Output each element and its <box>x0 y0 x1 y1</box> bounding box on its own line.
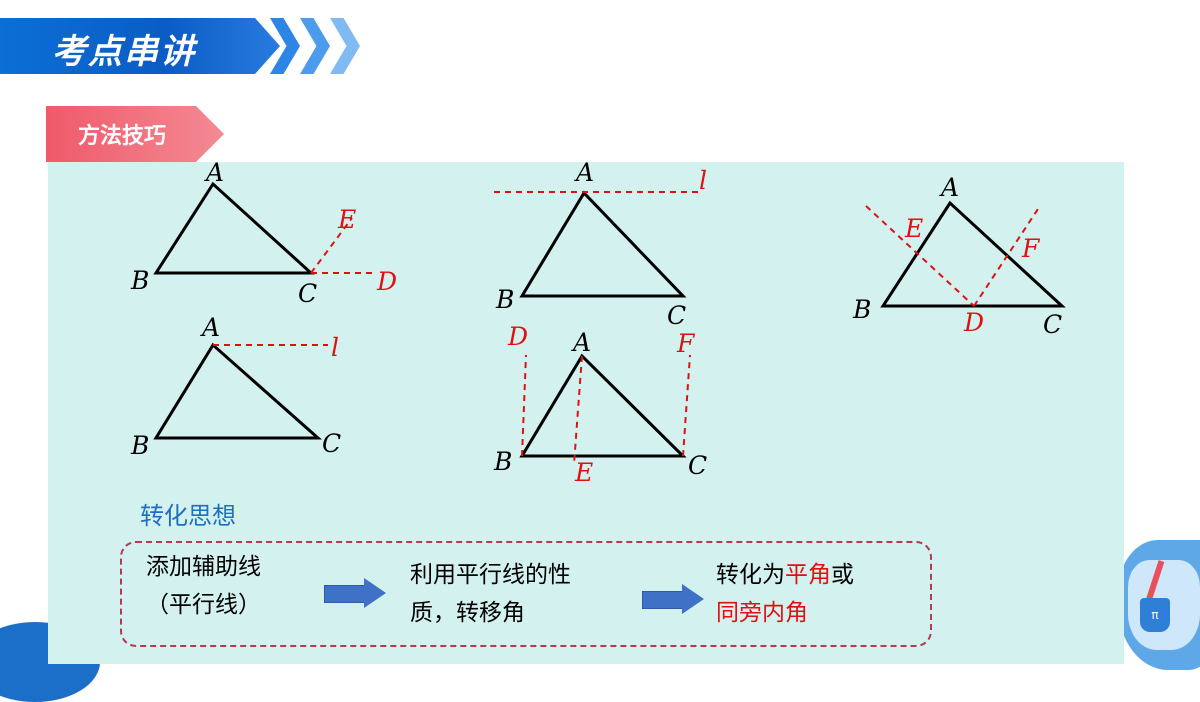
point-label-b: B <box>495 285 514 314</box>
flow-step-2-line2: 质，转移角 <box>410 600 525 626</box>
point-label-d: D <box>963 308 984 337</box>
point-label-b: B <box>130 431 149 460</box>
triangle-abc <box>153 181 315 275</box>
point-label-b: B <box>130 266 149 295</box>
triangle-abc <box>519 353 687 458</box>
triangle-abc <box>519 190 687 298</box>
flow-step-1-line1: 添加辅助线 <box>146 554 261 580</box>
point-label-e: E <box>337 205 356 234</box>
right-arrow-icon <box>642 584 704 614</box>
content-panel <box>48 162 1124 664</box>
flow-step-3: 转化为平角或 同旁内角 <box>716 556 854 632</box>
triangle-abc <box>153 342 322 440</box>
flow-step-3-highlight-2: 同旁内角 <box>716 600 808 626</box>
flow-step-3-line1: 转化为平角或 <box>716 556 854 594</box>
point-label-l: l <box>331 333 339 362</box>
figure-5: A B C E F D <box>852 173 1066 339</box>
header-banner <box>0 18 280 74</box>
aux-line-ce <box>310 217 353 274</box>
flow-step-2: 利用平行线的性 质，转移角 <box>410 556 571 632</box>
figure-1: A B C E D <box>130 158 397 308</box>
aux-line-ae <box>573 355 583 465</box>
page-title: 考点串讲 <box>52 32 196 72</box>
idea-title: 转化思想 <box>140 502 236 530</box>
point-label-a: A <box>574 158 594 187</box>
point-label-d: D <box>507 322 528 351</box>
geometry-diagrams: A B C E D A B C l A B C l A B C D E F <box>130 158 1066 487</box>
flow-step-1-line2: （平行线） <box>146 592 261 618</box>
aux-line-bd <box>521 354 527 457</box>
figure-2: A B C l <box>130 313 341 460</box>
section-tag <box>46 106 224 162</box>
point-label-c: C <box>298 279 317 308</box>
point-label-f: F <box>676 329 696 358</box>
point-label-b: B <box>493 447 512 476</box>
point-label-a: A <box>204 158 224 187</box>
point-label-a: A <box>200 313 220 342</box>
point-label-e: E <box>574 458 593 487</box>
flow-step-1: 添加辅助线 （平行线） <box>146 548 261 624</box>
point-label-a: A <box>571 328 591 357</box>
point-label-e: E <box>904 214 923 243</box>
flow-step-3-mid: 或 <box>831 562 854 588</box>
figure-4: A B C D E F <box>493 322 707 487</box>
point-label-c: C <box>322 429 341 458</box>
point-label-l: l <box>699 166 707 195</box>
figure-3: A B C l <box>494 158 707 330</box>
point-label-c: C <box>688 451 707 480</box>
section-label: 方法技巧 <box>78 124 167 149</box>
point-label-f: F <box>1021 234 1041 263</box>
flow-step-3-prefix: 转化为 <box>716 562 785 588</box>
flow-box <box>120 541 932 647</box>
aux-line-df <box>973 208 1039 307</box>
point-label-c: C <box>667 301 686 330</box>
right-arrow-icon <box>324 578 386 608</box>
pi-cup-icon: π <box>1140 598 1170 632</box>
point-label-b: B <box>852 295 871 324</box>
aux-line-cf <box>682 354 691 457</box>
flow-step-2-line1: 利用平行线的性 <box>410 562 571 588</box>
point-label-a: A <box>939 173 959 202</box>
point-label-c: C <box>1043 310 1062 339</box>
point-label-d: D <box>376 267 397 296</box>
aux-line-de <box>865 205 975 307</box>
flow-step-3-highlight-1: 平角 <box>785 562 831 588</box>
triangle-abc <box>880 200 1066 308</box>
